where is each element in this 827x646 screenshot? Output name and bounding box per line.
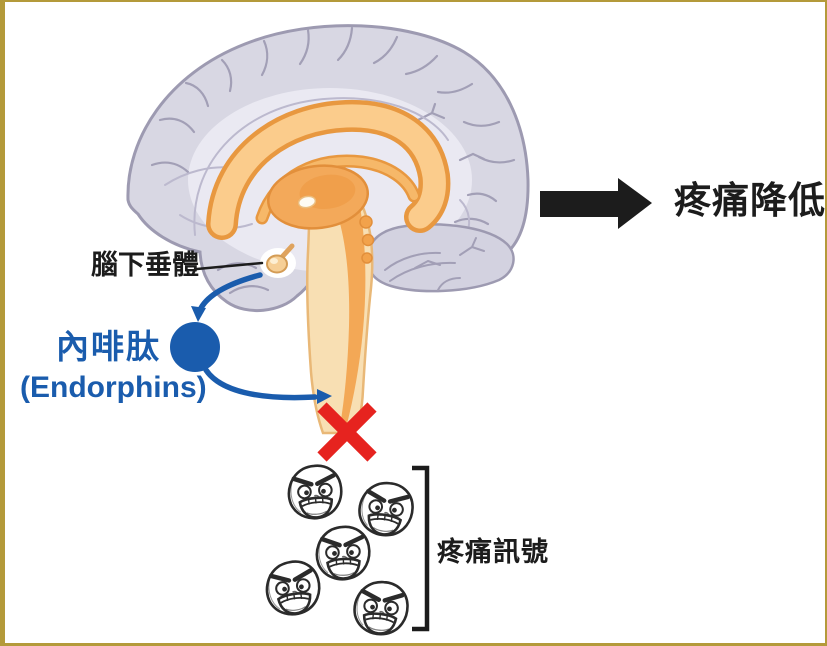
block-cross-icon [317, 402, 377, 462]
endorphin-label-en: (Endorphins) [20, 371, 207, 404]
pituitary-pointer-line [195, 261, 264, 271]
cerebellum-lines [384, 237, 485, 291]
endorphin-block-arrow [203, 367, 318, 401]
endorphin-release-arrow [198, 272, 263, 311]
endorphin-pathway [170, 272, 332, 404]
endorphin-release-arrowhead [191, 306, 206, 322]
brain-illustration [126, 24, 530, 435]
pain-reduced-label: 疼痛降低 [674, 180, 826, 221]
tectum-bumps [359, 215, 375, 264]
pain-signal-bracket [412, 465, 430, 632]
pituitary-gland [266, 254, 288, 274]
endorphin-dot [170, 322, 220, 372]
brainstem-streak [336, 206, 366, 426]
endorphin-block-arrowhead [317, 389, 332, 404]
pituitary-label: 腦下垂體 [91, 250, 199, 280]
endorphin-label-zh: 內啡肽 [56, 328, 161, 365]
result-arrow-icon [540, 178, 652, 229]
interthalamic-dot [297, 195, 317, 209]
cerebellum-shape [366, 223, 515, 293]
pain-signals-label: 疼痛訊號 [437, 537, 549, 567]
cortex-sulci [150, 26, 516, 295]
